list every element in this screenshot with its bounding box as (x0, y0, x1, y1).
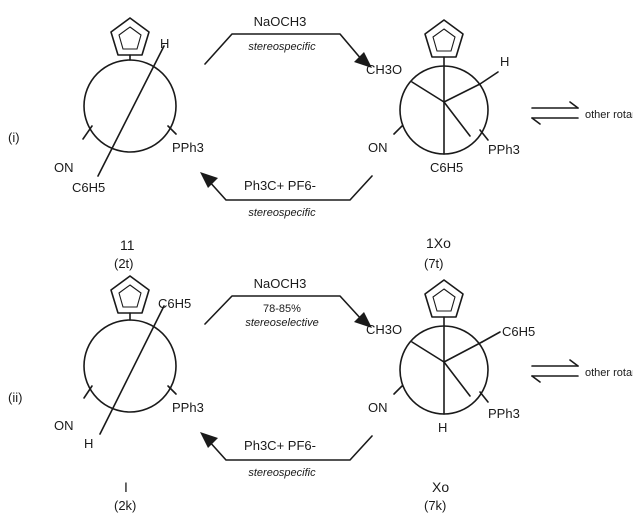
bond-pph3 (479, 129, 489, 141)
bond-pph3 (167, 385, 177, 395)
compound-ref: (7k) (424, 498, 446, 513)
substituent-h: H (500, 54, 509, 69)
compound-ref: (2t) (114, 256, 134, 271)
arrow-head-icon (354, 312, 372, 328)
arrow-line (204, 295, 363, 325)
bond-diagonal (99, 305, 165, 435)
substituent-on: ON (368, 140, 388, 155)
forward-arrow-ii: NaOCH3 78-85% stereoselective (204, 276, 372, 329)
compound-ref: (2k) (114, 498, 136, 513)
bond-back-c6h5-ext (481, 331, 501, 343)
part-label-ii: (ii) (8, 390, 22, 405)
bond-front-right (443, 101, 471, 137)
reverse-note: stereospecific (248, 207, 316, 219)
scheme-part-ii: (ii) C6H5 PPh3 ON H I (2k) NaOCH3 78-85%… (8, 275, 633, 513)
bond-back-methoxy (411, 81, 445, 103)
bond-front-right (443, 361, 471, 397)
substituent-on: ON (368, 400, 388, 415)
substituent-pph3: PPh3 (488, 406, 520, 421)
reverse-arrow-ii: Ph3C+ PF6- stereospecific (200, 432, 373, 479)
scheme-part-i: (i) H PPh3 ON C6H5 11 (2t) NaOCH3 stereo… (8, 14, 633, 271)
substituent-h: H (160, 36, 169, 51)
bond-no (83, 385, 93, 399)
bond-no (82, 125, 93, 140)
newman-projection-11: H PPh3 ON C6H5 11 (2t) (54, 17, 204, 271)
compound-label: 11 (120, 237, 135, 253)
equilibrium-arrows-ii: other rotamers (531, 359, 633, 383)
compound-label: I (124, 479, 128, 495)
reverse-arrow-i: Ph3C+ PF6- stereospecific (200, 172, 373, 219)
cyclopentadienyl-inner-ring-icon (432, 28, 456, 52)
bond-no (393, 385, 403, 395)
forward-reagent: NaOCH3 (254, 276, 307, 291)
arrow-head-icon (200, 172, 218, 188)
forward-note: stereospecific (248, 41, 316, 53)
arrow-line (204, 33, 363, 65)
newman-projection-I: C6H5 PPh3 ON H I (2k) (54, 275, 204, 513)
arrow-line (207, 175, 373, 201)
arrow-head-icon (354, 52, 372, 68)
newman-projection-1xo: CH3O H ON PPh3 C6H5 1Xo (7t) (366, 19, 520, 271)
harpoon-reverse-icon (531, 375, 541, 383)
substituent-pph3: PPh3 (172, 400, 204, 415)
forward-yield: 78-85% (263, 303, 301, 315)
bond-pph3 (167, 125, 177, 135)
equilibrium-label: other rotamers (585, 109, 633, 121)
bond-back-c6h5 (443, 341, 483, 363)
bond-back-h (443, 83, 481, 103)
substituent-c6h5: C6H5 (72, 180, 105, 195)
forward-arrow-i: NaOCH3 stereospecific (204, 14, 372, 68)
substituent-on: ON (54, 160, 74, 175)
cyclopentadienyl-inner-ring-icon (432, 288, 456, 312)
substituent-pph3: PPh3 (172, 140, 204, 155)
bond-no (393, 125, 403, 135)
compound-label: 1Xo (426, 235, 451, 251)
substituent-ch3o: CH3O (366, 322, 402, 337)
harpoon-forward-icon (569, 101, 579, 109)
reverse-note: stereospecific (248, 467, 316, 479)
newman-circle (83, 59, 177, 153)
substituent-on: ON (54, 418, 74, 433)
substituent-c6h5: C6H5 (158, 296, 191, 311)
arrow-line (207, 435, 373, 461)
equilibrium-arrows-i: other rotamers (531, 101, 633, 125)
arrow-head-icon (200, 432, 218, 448)
substituent-h: H (84, 436, 93, 451)
newman-circle (83, 319, 177, 413)
forward-reagent: NaOCH3 (254, 14, 307, 29)
bond-pph3 (479, 391, 489, 403)
reverse-reagent: Ph3C+ PF6- (244, 178, 316, 193)
harpoon-reverse-icon (531, 117, 541, 125)
substituent-c6h5: C6H5 (502, 324, 535, 339)
substituent-pph3: PPh3 (488, 142, 520, 157)
cyclopentadienyl-inner-ring-icon (118, 26, 142, 50)
reverse-reagent: Ph3C+ PF6- (244, 438, 316, 453)
substituent-ch3o: CH3O (366, 62, 402, 77)
bond-back-methoxy (411, 341, 445, 363)
newman-projection-xo: CH3O C6H5 ON PPh3 H Xo (7k) (366, 279, 535, 513)
compound-label: Xo (432, 479, 449, 495)
compound-ref: (7t) (424, 256, 444, 271)
forward-note: stereoselective (245, 317, 318, 329)
cyclopentadienyl-inner-ring-icon (118, 284, 142, 308)
harpoon-forward-icon (569, 359, 579, 367)
substituent-h: H (438, 420, 447, 435)
substituent-c6h5: C6H5 (430, 160, 463, 175)
part-label-i: (i) (8, 130, 20, 145)
equilibrium-label: other rotamers (585, 367, 633, 379)
bond-back-h-ext (479, 71, 499, 85)
bond-diagonal (97, 45, 165, 177)
